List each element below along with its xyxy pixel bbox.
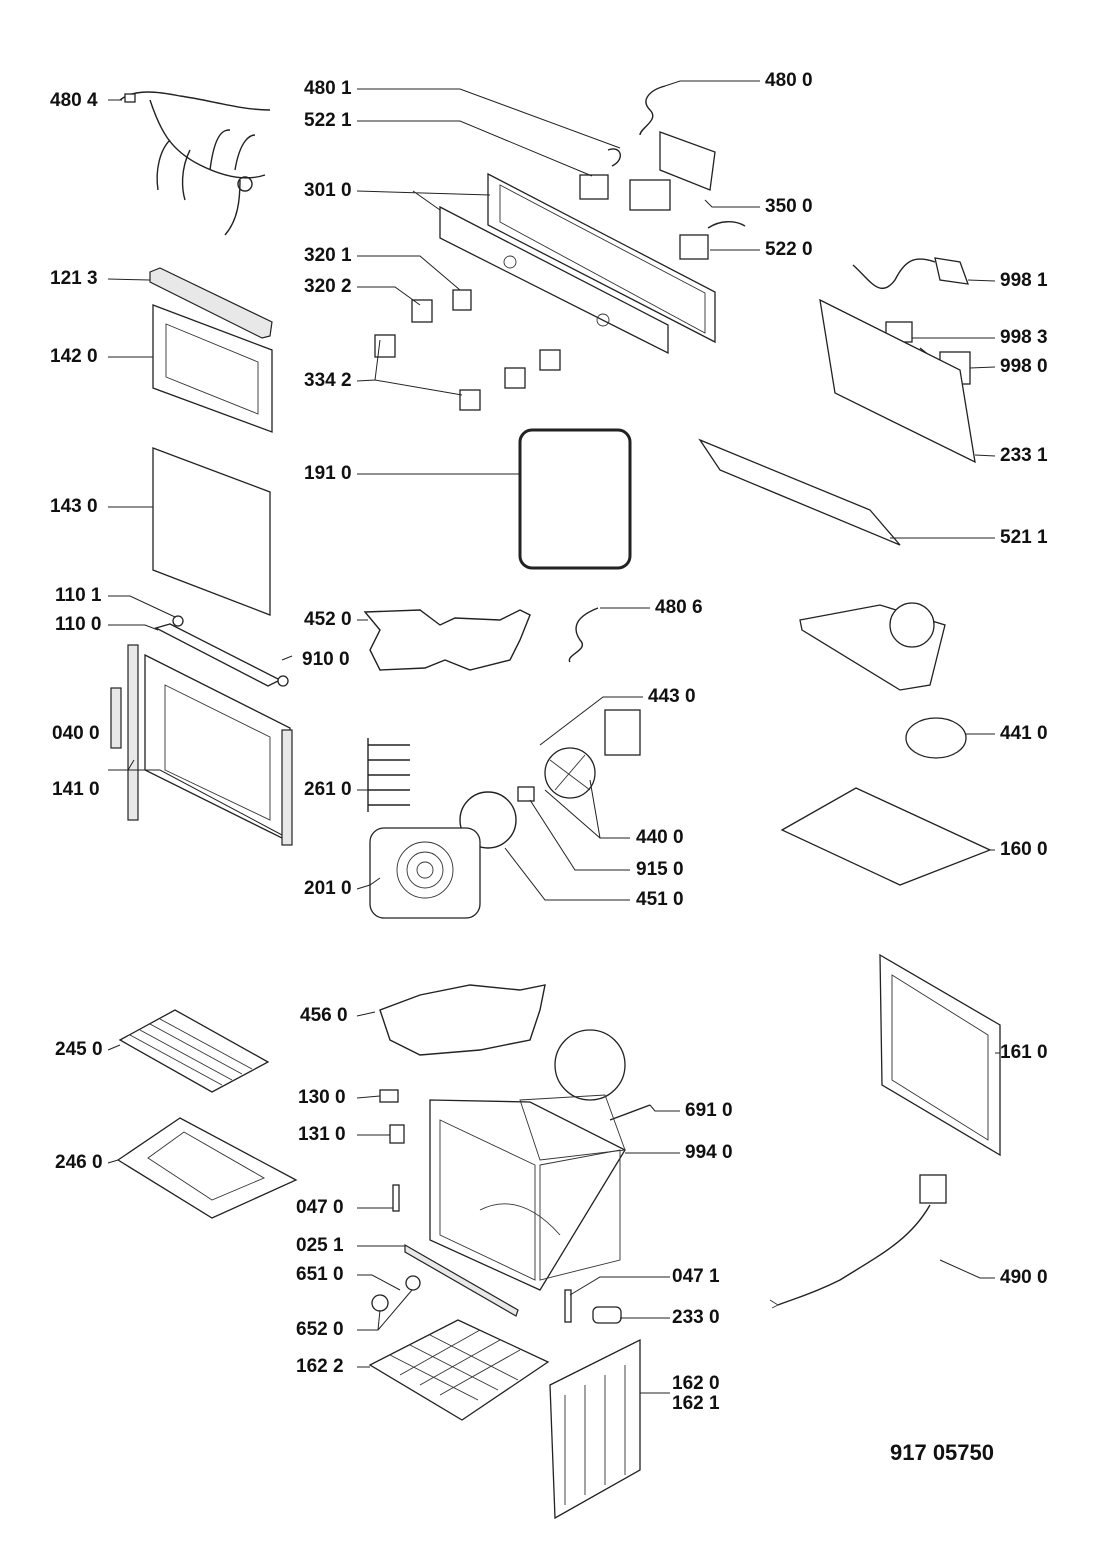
callout-522-0: 522 0 xyxy=(765,239,813,260)
callout-047-0: 047 0 xyxy=(296,1197,344,1218)
callout-480-1: 480 1 xyxy=(304,78,352,99)
part-fan-assembly xyxy=(517,709,641,802)
part-121-3-door-profile xyxy=(149,267,273,339)
callout-443-0: 443 0 xyxy=(648,686,696,707)
callout-110-1: 110 1 xyxy=(55,585,102,606)
callout-456-0: 456 0 xyxy=(300,1005,348,1026)
part-cooling-housing xyxy=(799,602,967,759)
part-110-handle xyxy=(154,615,293,687)
callout-040-0: 040 0 xyxy=(52,723,100,744)
part-233-1-bracket xyxy=(819,298,976,464)
callout-110-0: 110 0 xyxy=(55,614,102,635)
callout-121-3: 121 3 xyxy=(50,268,98,289)
part-143-0-middle-glass xyxy=(152,447,271,616)
part-452-0-top-element xyxy=(363,609,531,671)
callout-261-0: 261 0 xyxy=(304,779,352,800)
callout-441-0: 441 0 xyxy=(1000,723,1048,744)
callout-130-0: 130 0 xyxy=(298,1087,346,1108)
part-522-switches xyxy=(579,148,746,260)
callout-245-0: 245 0 xyxy=(55,1039,103,1060)
callout-143-0: 143 0 xyxy=(50,496,98,517)
callout-162-0: 162 0 xyxy=(672,1373,720,1394)
callout-998-0: 998 0 xyxy=(1000,356,1048,377)
callout-025-1: 025 1 xyxy=(296,1235,344,1256)
part-162-0-side-insulation xyxy=(549,1338,641,1520)
callout-142-0: 142 0 xyxy=(50,346,98,367)
callout-440-0: 440 0 xyxy=(636,827,684,848)
callout-161-0: 161 0 xyxy=(1000,1042,1048,1063)
callout-522-1: 522 1 xyxy=(304,110,352,131)
part-480-6-wire xyxy=(568,607,599,663)
part-994-0-oven-cavity xyxy=(429,1094,626,1291)
document-number: 917 05750 xyxy=(890,1440,994,1465)
callout-651-0: 651 0 xyxy=(296,1264,344,1285)
callout-915-0: 915 0 xyxy=(636,859,684,880)
part-141-0-outer-door xyxy=(110,644,293,846)
part-521-1-control-board xyxy=(698,438,901,546)
callout-201-0: 201 0 xyxy=(304,878,352,899)
part-knobs xyxy=(374,289,561,411)
part-480-4-wiring-harness xyxy=(119,91,271,236)
part-small-components xyxy=(371,1089,622,1324)
part-191-0-door-gasket xyxy=(518,428,632,570)
callout-191-0: 191 0 xyxy=(304,463,352,484)
part-142-0-inner-glass xyxy=(152,304,273,433)
part-245-0-wire-shelf xyxy=(118,1009,270,1093)
callout-141-0: 141 0 xyxy=(52,779,100,800)
callout-480-6: 480 6 xyxy=(655,597,703,618)
part-201-0-rear-fan-cover xyxy=(369,827,481,919)
part-diffuser-plate xyxy=(554,1029,626,1101)
part-691-0-pin xyxy=(609,1104,651,1121)
part-160-0-top-panel xyxy=(780,787,992,886)
part-162-2-bottom-insulation xyxy=(368,1319,550,1421)
callout-320-1: 320 1 xyxy=(304,245,352,266)
callout-131-0: 131 0 xyxy=(298,1124,346,1145)
part-480-0-wire xyxy=(639,85,666,136)
callout-490-0: 490 0 xyxy=(1000,1267,1048,1288)
callout-350-0: 350 0 xyxy=(765,196,813,217)
callout-910-0: 910 0 xyxy=(302,649,350,670)
callout-162-2: 162 2 xyxy=(296,1356,344,1377)
callout-451-0: 451 0 xyxy=(636,889,684,910)
callout-320-2: 320 2 xyxy=(304,276,352,297)
part-490-0-terminal-cable xyxy=(769,1174,947,1309)
callout-233-1: 233 1 xyxy=(1000,445,1048,466)
callout-246-0: 246 0 xyxy=(55,1152,103,1173)
callout-233-0: 233 0 xyxy=(672,1307,720,1328)
callout-521-1: 521 1 xyxy=(1000,527,1048,548)
leader-lines xyxy=(107,80,1000,1394)
callout-480-0: 480 0 xyxy=(765,70,813,91)
callout-160-0: 160 0 xyxy=(1000,839,1048,860)
callout-162-1: 162 1 xyxy=(672,1393,720,1414)
part-246-0-baking-tray xyxy=(116,1117,298,1219)
part-456-0-lower-element xyxy=(379,984,546,1056)
part-301-0-control-panel xyxy=(439,172,716,355)
callout-480-4: 480 4 xyxy=(50,90,98,111)
callout-452-0: 452 0 xyxy=(304,609,352,630)
callout-301-0: 301 0 xyxy=(304,180,352,201)
part-451-0-circular-element xyxy=(459,791,517,849)
callout-998-3: 998 3 xyxy=(1000,327,1048,348)
callout-998-1: 998 1 xyxy=(1000,270,1048,291)
callout-334-2: 334 2 xyxy=(304,370,352,391)
callout-047-1: 047 1 xyxy=(672,1266,720,1287)
part-350-0-timer xyxy=(629,131,716,211)
part-261-0-side-rack xyxy=(367,738,410,812)
callout-652-0: 652 0 xyxy=(296,1319,344,1340)
callout-994-0: 994 0 xyxy=(685,1142,733,1163)
callout-691-0: 691 0 xyxy=(685,1100,733,1121)
part-161-0-rear-panel xyxy=(879,953,1001,1157)
